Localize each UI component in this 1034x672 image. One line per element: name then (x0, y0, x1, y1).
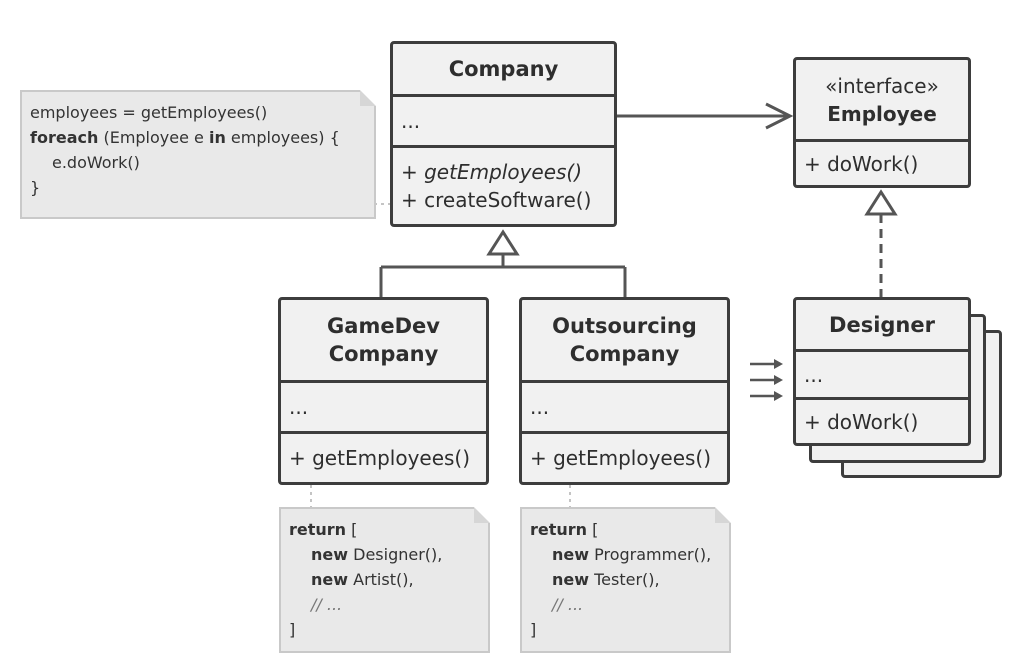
note-comment: // ... (311, 595, 343, 614)
interface-stereotype: «interface» (825, 73, 939, 98)
company-code-note: employees = getEmployees() foreach (Empl… (20, 90, 376, 219)
method-create-software: + createSoftware() (401, 188, 592, 212)
employee-interface-name: «interface» Employee (796, 60, 968, 142)
note-line: return [ (530, 520, 599, 539)
note-line: foreach (Employee e in employees) { (30, 128, 340, 147)
gamedev-class-name: GameDev Company (281, 300, 486, 383)
note-line: e.doWork() (52, 153, 140, 172)
note-line: return [ (289, 520, 358, 539)
multiple-instances-arrows (750, 359, 783, 401)
method-get-employees: + getEmployees() (289, 446, 471, 470)
note-line: new Tester(), (552, 570, 660, 589)
note-comment: // ... (552, 595, 584, 614)
gamedev-code-note: return [ new Designer(), new Artist(), /… (279, 507, 490, 653)
employee-interface[interactable]: «interface» Employee + doWork() (793, 57, 971, 188)
gamedev-fields: ... (281, 383, 486, 434)
designer-class[interactable]: Designer ... + doWork() (793, 297, 971, 446)
designer-fields: ... (796, 352, 968, 400)
employee-methods: + doWork() (796, 142, 968, 185)
method-do-work: + doWork() (804, 151, 919, 176)
outsourcing-fields: ... (522, 383, 727, 434)
method-do-work: + doWork() (804, 409, 919, 434)
realization-arrowhead (864, 189, 898, 216)
note-line: ] (530, 620, 537, 639)
designer-methods: + doWork() (796, 400, 968, 443)
outsourcing-methods: + getEmployees() (522, 434, 727, 482)
outsourcing-code-note: return [ new Programmer(), new Tester(),… (520, 507, 731, 653)
designer-class-name: Designer (796, 300, 968, 352)
company-methods: + getEmployees() + createSoftware() (393, 148, 614, 224)
note-line: } (30, 178, 41, 197)
company-fields: ... (393, 97, 614, 148)
outsourcing-company-class[interactable]: Outsourcing Company ... + getEmployees() (519, 297, 730, 485)
inheritance-arrowhead (486, 229, 520, 256)
gamedev-company-class[interactable]: GameDev Company ... + getEmployees() (278, 297, 489, 485)
method-get-employees: + getEmployees() (401, 160, 583, 184)
company-class[interactable]: Company ... + getEmployees() + createSof… (390, 41, 617, 227)
method-get-employees: + getEmployees() (530, 446, 712, 470)
note-line: new Designer(), (311, 545, 443, 564)
association-arrowhead (765, 102, 794, 130)
note-line: ] (289, 620, 296, 639)
note-line: new Artist(), (311, 570, 414, 589)
note-line: employees = getEmployees() (30, 103, 268, 122)
gamedev-methods: + getEmployees() (281, 434, 486, 482)
outsourcing-class-name: Outsourcing Company (522, 300, 727, 383)
note-line: new Programmer(), (552, 545, 712, 564)
company-class-name: Company (393, 44, 614, 97)
